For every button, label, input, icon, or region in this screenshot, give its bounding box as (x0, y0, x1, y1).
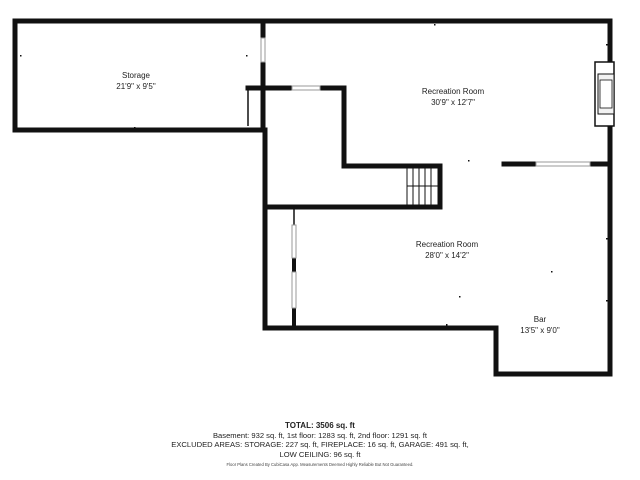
room-storage-name: Storage (121, 71, 151, 80)
marker (551, 271, 553, 273)
walls (12, 18, 613, 377)
marker (606, 300, 608, 302)
room-recreation-lower-name: Recreation Room (415, 240, 479, 249)
room-recreation-lower-dims: 28'0" x 14'2" (425, 251, 469, 260)
window-storage-partition (260, 37, 266, 63)
low-ceiling-area: LOW CEILING: 96 sq. ft (279, 449, 361, 459)
window-mid-right (535, 161, 591, 167)
wall-thin (247, 88, 295, 225)
marker (246, 55, 248, 57)
room-recreation-lower: Recreation Room 28'0" x 14'2" (396, 239, 498, 261)
floor-areas: Basement: 932 sq. ft, 1st floor: 1283 sq… (212, 430, 427, 440)
marker (20, 55, 22, 57)
marker (606, 44, 608, 46)
marker (434, 24, 436, 26)
window-lower-left-2 (291, 271, 297, 309)
window-lower-left (291, 224, 297, 259)
stairs (406, 167, 439, 206)
room-recreation-upper-dims: 30'9" x 12'7" (431, 98, 475, 107)
marker (606, 238, 608, 240)
excluded-areas: EXCLUDED AREAS: STORAGE: 227 sq. ft, FIR… (171, 440, 469, 450)
marker (468, 160, 470, 162)
marker (446, 324, 448, 326)
window-core (291, 85, 321, 91)
disclaimer: Floor Plans Created By CubiCasa App. Mea… (226, 462, 414, 468)
marker (134, 127, 136, 129)
fireplace (594, 61, 615, 127)
markers (20, 24, 608, 326)
room-bar-dims: 13'5" x 9'0" (520, 326, 560, 335)
room-storage-dims: 21'9" x 9'5" (116, 82, 156, 91)
room-recreation-upper: Recreation Room 30'9" x 12'7" (402, 86, 504, 108)
room-storage: Storage 21'9" x 9'5" (86, 70, 186, 92)
fireplace-firebox (599, 79, 613, 109)
total-area: TOTAL: 3506 sq. ft (285, 421, 355, 430)
room-recreation-upper-name: Recreation Room (421, 87, 485, 96)
area-summary: TOTAL: 3506 sq. ft Basement: 932 sq. ft,… (0, 421, 640, 468)
room-bar: Bar 13'5" x 9'0" (510, 314, 570, 336)
room-bar-name: Bar (533, 315, 547, 324)
windows (260, 37, 591, 309)
marker (459, 296, 461, 298)
floor-plan (12, 18, 615, 377)
